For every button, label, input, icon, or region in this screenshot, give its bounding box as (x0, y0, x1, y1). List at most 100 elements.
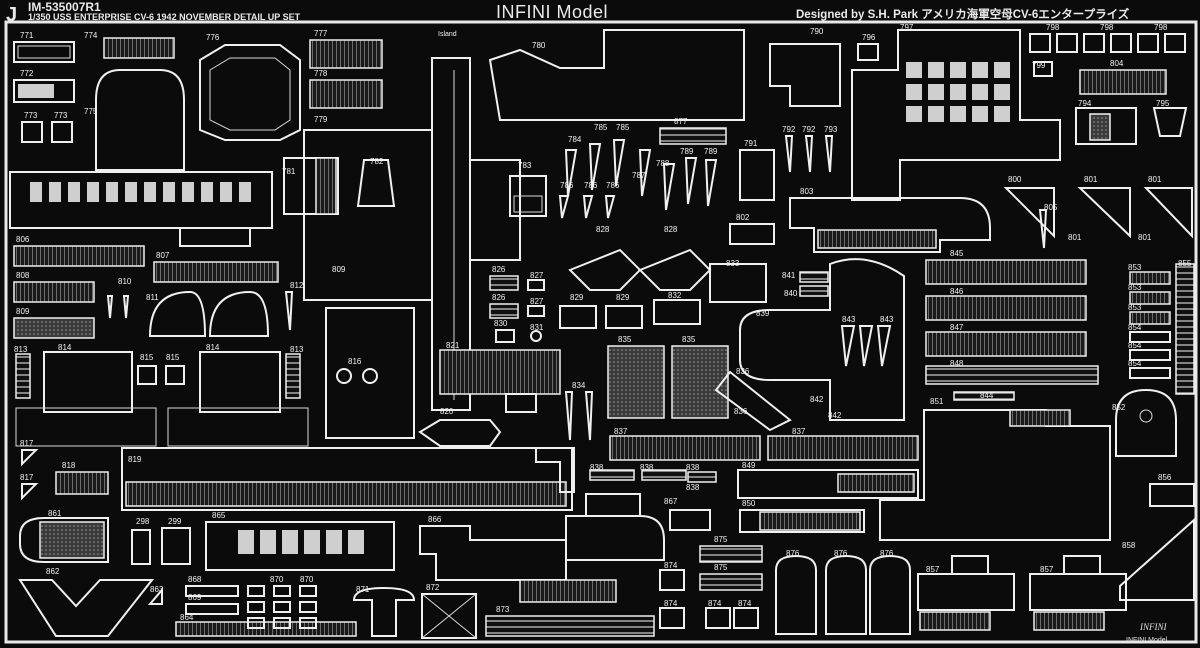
part-number-839: 839 (756, 309, 770, 318)
part-number-805: 805 (1044, 203, 1058, 212)
part-810-812 (106, 290, 294, 337)
part-number-837b: 837 (792, 427, 806, 436)
part-number-811: 811 (146, 293, 159, 302)
part-number-804: 804 (1110, 59, 1124, 68)
part-834-836 (564, 345, 792, 441)
part-number-852: 852 (1112, 403, 1126, 412)
part-number-838c: 838 (686, 463, 700, 472)
part-number-853c: 853 (1128, 303, 1142, 312)
part-number-814: 814 (58, 343, 72, 352)
brand-title: INFINI Model (496, 2, 609, 22)
part-number-817b: 817 (20, 473, 34, 482)
part-number-827: 827 (530, 271, 544, 280)
part-number-783: 783 (518, 161, 532, 170)
part-number-780: 780 (532, 41, 546, 50)
part-779-782 (283, 157, 396, 215)
part-number-870b: 870 (300, 575, 314, 584)
part-number-834: 834 (572, 381, 586, 390)
part-number-772: 772 (20, 69, 34, 78)
island-label: Island (438, 31, 457, 38)
designer-credit: Designed by S.H. Park アメリカ海軍空母CV-6エンタープラ… (796, 9, 1130, 21)
part-number-844: 844 (980, 391, 994, 400)
part-777-778 (309, 39, 383, 109)
part-number-799: 799 (1032, 61, 1046, 70)
part-number-864: 864 (180, 613, 194, 622)
part-number-789b: 789 (704, 147, 718, 156)
part-number-856: 856 (1158, 473, 1172, 482)
part-number-832: 832 (668, 291, 682, 300)
part-number-865: 865 (212, 511, 226, 520)
part-796-797 (851, 29, 1061, 201)
part-number-868: 868 (188, 575, 202, 584)
part-780 (488, 29, 745, 121)
part-number-829: 829 (570, 293, 584, 302)
part-number-812: 812 (290, 281, 304, 290)
part-number-873: 873 (496, 605, 510, 614)
part-number-875: 875 (714, 535, 728, 544)
fret-frame (4, 20, 1198, 644)
part-number-782: 782 (370, 157, 384, 166)
part-number-807: 807 (156, 251, 170, 260)
part-number-820: 820 (440, 407, 454, 416)
part-817-818 (21, 449, 109, 501)
part-number-819: 819 (128, 455, 142, 464)
part-number-779: 779 (314, 115, 328, 124)
part-number-815: 815 (140, 353, 154, 362)
part-number-798: 798 (1046, 23, 1060, 32)
part-861-865 (18, 517, 395, 637)
part-807 (153, 261, 279, 283)
part-number-801b: 801 (1148, 175, 1162, 184)
part-number-874d: 874 (738, 599, 752, 608)
part-number-813b: 813 (290, 345, 304, 354)
part-number-798c: 798 (1154, 23, 1168, 32)
part-number-874: 874 (664, 561, 678, 570)
part-number-837: 837 (614, 427, 628, 436)
part-number-853b: 853 (1128, 283, 1142, 292)
part-number-845: 845 (950, 249, 964, 258)
part-number-773: 773 (24, 111, 38, 120)
part-number-876c: 876 (880, 549, 894, 558)
part-783-789 (509, 139, 718, 219)
part-837-850 (589, 435, 919, 533)
part-number-771: 771 (20, 31, 34, 40)
part-number-299: 299 (168, 517, 182, 526)
part-number-843b: 843 (880, 315, 894, 324)
part-number-795: 795 (1156, 99, 1170, 108)
part-number-828: 828 (596, 225, 610, 234)
part-number-802: 802 (736, 213, 750, 222)
part-number-857: 857 (926, 565, 940, 574)
part-number-876: 876 (786, 549, 800, 558)
part-number-863: 863 (150, 585, 164, 594)
part-number-866: 866 (428, 515, 442, 524)
part-number-846: 846 (950, 287, 964, 296)
part-number-800: 800 (1008, 175, 1022, 184)
sheet-letter: J (6, 4, 18, 26)
part-number-871: 871 (356, 585, 370, 594)
part-number-781: 781 (282, 167, 296, 176)
part-number-828b: 828 (664, 225, 678, 234)
footer-brand: INFINI Model (1126, 637, 1168, 644)
part-number-851: 851 (930, 397, 944, 406)
part-number-821: 821 (446, 341, 460, 350)
part-number-870: 870 (270, 575, 284, 584)
part-number-855: 855 (1178, 259, 1192, 268)
part-number-797: 797 (900, 23, 914, 32)
part-number-838d: 838 (686, 483, 700, 492)
part-number-775: 775 (84, 107, 98, 116)
part-number-785: 785 (594, 123, 608, 132)
part-number-875b: 875 (714, 563, 728, 572)
part-813-815 (15, 351, 309, 447)
part-number-785b: 785 (616, 123, 630, 132)
part-number-809: 809 (16, 307, 30, 316)
part-number-827b: 827 (530, 297, 544, 306)
part-number-806: 806 (16, 235, 30, 244)
part-number-773b: 773 (54, 111, 68, 120)
part-number-776: 776 (206, 33, 220, 42)
part-number-877: 877 (674, 117, 688, 126)
part-number-830: 830 (494, 319, 508, 328)
part-number-784: 784 (568, 135, 582, 144)
part-number-829b: 829 (616, 293, 630, 302)
part-number-792b: 792 (802, 125, 816, 134)
